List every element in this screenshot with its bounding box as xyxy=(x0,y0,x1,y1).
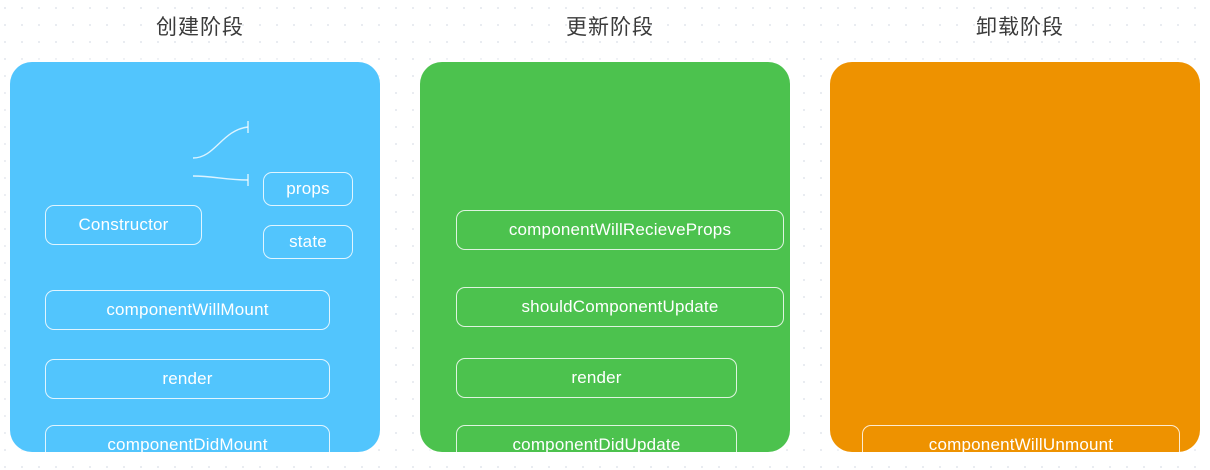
phase-title-update: 更新阶段 xyxy=(566,15,654,39)
update-phase-panel: componentWillRecieveProps shouldComponen… xyxy=(420,62,790,465)
phase-column-unmount: 卸载阶段 componentWillUnmount xyxy=(820,0,1210,470)
unmount-phase-panel: componentWillUnmount xyxy=(830,62,1200,465)
phase-title-creation: 创建阶段 xyxy=(156,15,244,39)
node-should-component-update[interactable]: shouldComponentUpdate xyxy=(456,287,784,327)
creation-phase-panel: Constructor props state componentWillMou… xyxy=(10,62,380,465)
phase-title-unmount: 卸载阶段 xyxy=(976,15,1064,39)
node-constructor[interactable]: Constructor xyxy=(45,205,202,245)
node-component-will-unmount[interactable]: componentWillUnmount xyxy=(862,425,1180,465)
node-props[interactable]: props xyxy=(263,172,353,206)
phase-column-creation: 创建阶段 Constructor props state componentWi… xyxy=(0,0,400,470)
phase-column-update: 更新阶段 componentWillRecieveProps shouldCom… xyxy=(410,0,810,470)
node-component-will-mount[interactable]: componentWillMount xyxy=(45,290,330,330)
node-render-creation[interactable]: render xyxy=(45,359,330,399)
node-component-did-mount[interactable]: componentDidMount xyxy=(45,425,330,465)
node-component-did-update[interactable]: componentDidUpdate xyxy=(456,425,737,465)
node-component-will-recieve-props[interactable]: componentWillRecieveProps xyxy=(456,210,784,250)
node-render-update[interactable]: render xyxy=(456,358,737,398)
node-state[interactable]: state xyxy=(263,225,353,259)
